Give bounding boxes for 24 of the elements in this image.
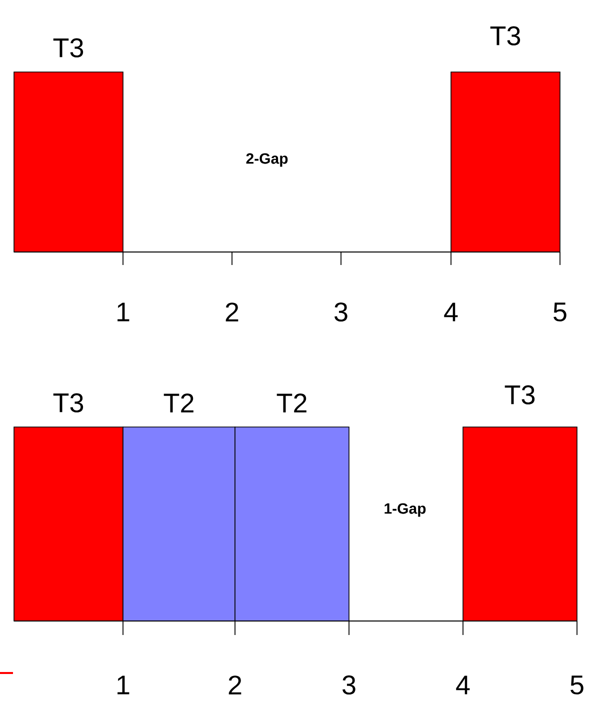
time-block: T3 <box>462 385 578 622</box>
axis-number: 1 <box>118 676 130 694</box>
axis-number: 4 <box>444 302 458 322</box>
axis-number: 5 <box>554 302 566 322</box>
axis-number: 5 <box>570 676 584 694</box>
time-block: T3 <box>450 26 560 252</box>
axis-number: 3 <box>342 675 356 695</box>
time-block: T3 <box>14 38 124 252</box>
gap-label: 1-Gap <box>384 503 426 517</box>
time-block: T2 <box>122 394 236 622</box>
node-label: T3 <box>504 385 535 404</box>
time-block: T2 <box>234 394 350 622</box>
node-label: T2 <box>276 394 306 412</box>
node-label: T3 <box>53 393 84 412</box>
axis-number: 2 <box>226 302 238 322</box>
axis-number: 3 <box>334 302 348 322</box>
axis-number: 4 <box>456 676 470 694</box>
gap-label: 2-Gap <box>246 153 288 167</box>
node-label: T3 <box>490 26 520 46</box>
axis-number: 1 <box>118 302 130 322</box>
node-label: T3 <box>53 38 84 58</box>
axis-number: 2 <box>228 676 242 694</box>
node-label: T2 <box>164 394 194 412</box>
time-block: T3 <box>14 393 124 622</box>
